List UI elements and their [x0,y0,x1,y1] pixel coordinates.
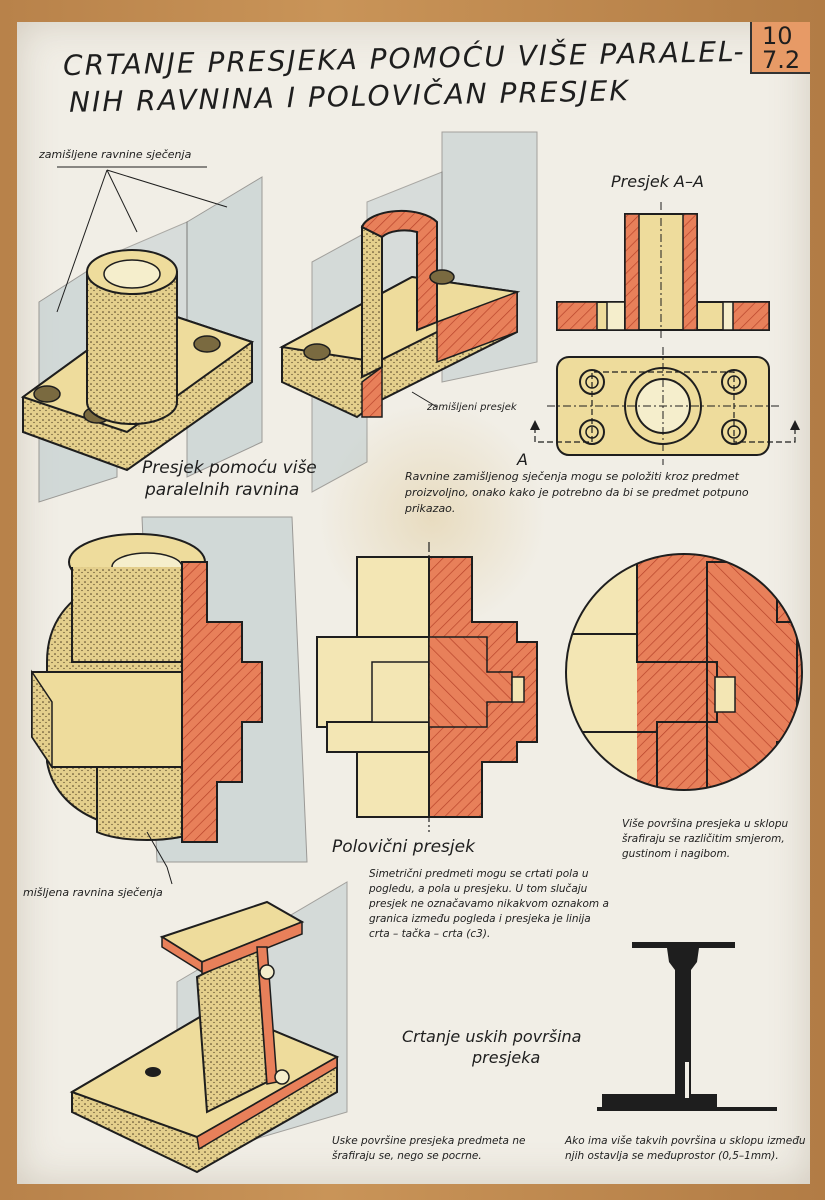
flange-iso-left [20,166,263,503]
cut-mark-a: A [517,450,528,469]
imagined-section-label: zamišljeni presjek [427,402,517,413]
narrow-note-left: Uske površine presjeka predmeta ne šrafi… [332,1135,526,1162]
half-section-title: Polovični presjek [332,837,475,857]
detail-note: Više površina presjeka u sklopu šrafiraj… [622,818,789,860]
poster-code: 10 7.2 [750,22,810,74]
planes-label: zamišljene ravnine sječenja [39,148,192,161]
narrow-title-line-2: presjeka [472,1048,541,1067]
flange-iso-cut [278,131,538,493]
detail-circle [565,553,803,791]
code-line-1: 10 [762,22,793,50]
narrow-note-right: Ako ima više takvih površina u sklopu iz… [565,1135,806,1162]
section-aa-top-view [530,347,800,465]
union-iso [31,516,308,885]
technical-drawings [20,131,803,1174]
bracket-iso [69,881,348,1174]
plane-label: mišljena ravnina sječenja [23,886,163,899]
i-beam-section [597,942,777,1111]
poster: 10 7.2 CRTANJE PRESJEKA POMOĆU VIŠE PARA… [17,22,810,1184]
code-line-2: 7.2 [762,46,801,74]
section1-note: Ravnine zamišljenog sječenja mogu se pol… [405,470,749,515]
caption-line-2: paralelnih ravnina [145,480,300,500]
section-aa-title: Presjek A–A [611,172,704,191]
caption-line-1: Presjek pomoću više [142,458,317,478]
narrow-title-line-1: Crtanje uskih površina [402,1027,582,1046]
half-section-note: Simetrični predmeti mogu se crtati pola … [369,868,609,940]
union-half-section [316,542,538,832]
section-aa-front [556,202,770,340]
